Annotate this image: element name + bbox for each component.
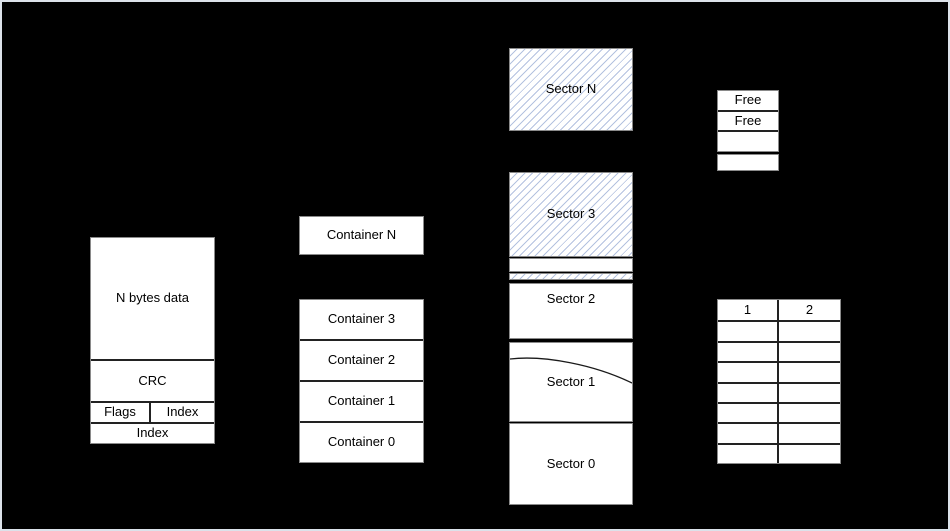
sector-3-box: Sector 3 bbox=[509, 172, 633, 257]
sector-1-label: Sector 1 bbox=[546, 373, 596, 389]
table-header-cell-1: 1 bbox=[718, 300, 779, 321]
free-row-0: Free bbox=[734, 92, 762, 108]
container-1-cell: Container 1 bbox=[300, 380, 423, 421]
table-cell bbox=[779, 340, 840, 361]
lookup-table: 1 2 bbox=[717, 299, 841, 464]
sector-2-box: Sector 2 bbox=[509, 283, 633, 339]
table-cell bbox=[718, 320, 779, 341]
container-0-cell: Container 0 bbox=[300, 421, 423, 462]
table-cell bbox=[718, 340, 779, 362]
record-flags-index-row: Flags Index bbox=[91, 401, 214, 422]
container-3-cell: Container 3 bbox=[327, 311, 396, 327]
free-row-2 bbox=[718, 130, 778, 151]
table-cell bbox=[779, 401, 840, 422]
record-flags-cell: Flags bbox=[91, 403, 151, 422]
sector-n-box: Sector N bbox=[509, 48, 633, 131]
free-row-3 bbox=[717, 154, 779, 171]
table-cell bbox=[779, 361, 840, 381]
free-list-box: Free Free bbox=[717, 90, 779, 152]
table-cell bbox=[779, 381, 840, 402]
container-2-cell: Container 2 bbox=[300, 339, 423, 380]
table-cell bbox=[718, 442, 779, 463]
table-cell bbox=[718, 422, 779, 443]
sector-1-fill-curve bbox=[510, 357, 632, 384]
spare-row-blank bbox=[509, 258, 633, 272]
container-n-box: Container N bbox=[299, 216, 424, 255]
record-data-cell: N bytes data bbox=[116, 290, 189, 306]
table-cell bbox=[779, 320, 840, 340]
free-row-1: Free bbox=[718, 109, 778, 131]
record-crc-cell: CRC bbox=[91, 359, 214, 401]
container-stack: Container 3 Container 2 Container 1 Cont… bbox=[299, 299, 424, 463]
table-header-cell-2: 2 bbox=[805, 302, 814, 318]
sector-1-box: Sector 1 bbox=[509, 342, 633, 422]
record-structure-box: N bytes data CRC Flags Index Index bbox=[90, 237, 215, 444]
table-cell bbox=[718, 361, 779, 382]
table-cell bbox=[718, 401, 779, 423]
sector-0-box: Sector 0 bbox=[509, 423, 633, 505]
record-index-cell: Index bbox=[166, 404, 199, 420]
table-cell bbox=[718, 381, 779, 402]
table-cell bbox=[779, 422, 840, 442]
spare-row-hatched bbox=[509, 273, 633, 280]
table-cell bbox=[779, 442, 840, 463]
record-footer-index-cell: Index bbox=[91, 422, 214, 443]
